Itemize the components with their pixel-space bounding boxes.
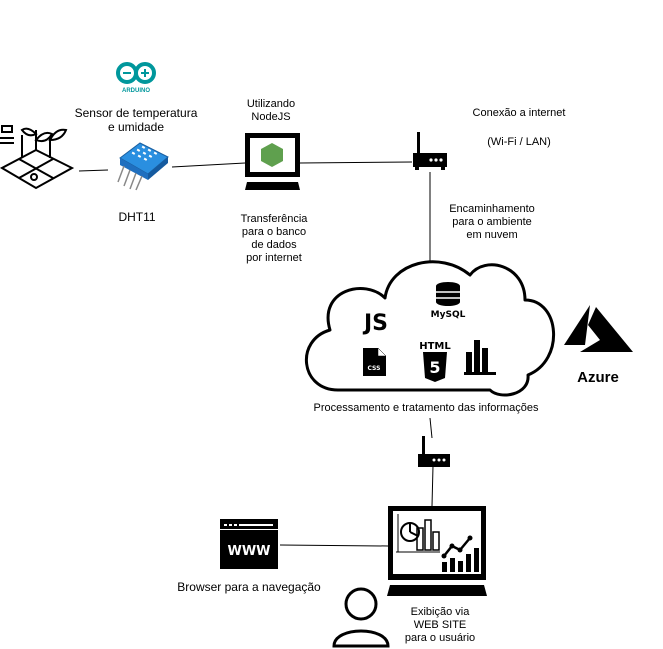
transfer-caption-line-2: para o banco [241, 226, 307, 238]
user-icon [332, 587, 390, 648]
browser-www-icon: WWW [220, 519, 278, 569]
connectors [78, 161, 434, 547]
sensor-title-line-1: Sensor de temperatura [74, 106, 198, 120]
connector-browser-to-website [279, 544, 389, 547]
css-icon: CSS [363, 347, 387, 376]
website-caption-line-3: para o usuário [404, 632, 476, 644]
cloud-route-line-3: em nuvem [466, 229, 518, 241]
mysql-text: MySQL [431, 310, 466, 320]
transfer-caption-line-4: por internet [246, 252, 302, 264]
nodejs-caption: Utilizando NodeJS [247, 98, 295, 124]
processing-caption: Processamento e tratamento das informaçõ… [313, 402, 539, 414]
internet-caption: Conexão a internet [472, 107, 566, 119]
connector-router-to-website [431, 465, 434, 507]
css-text: CSS [368, 365, 381, 372]
nodejs-caption-line-2: NodeJS [251, 111, 291, 123]
router-icon [413, 132, 447, 170]
cloud-route-caption: Encaminhamento para o ambiente em nuvem [449, 203, 535, 242]
transfer-caption: Transferência para o banco de dados por … [241, 213, 308, 265]
sensor-name: DHT11 [118, 210, 156, 224]
internet-type-caption: (Wi-Fi / LAN) [487, 136, 551, 148]
html-text: HTML [419, 341, 451, 352]
dashboard-monitor-icon [387, 506, 487, 596]
connector-sensor-to-nodejs [171, 162, 246, 168]
connector-plant-to-sensor [78, 169, 109, 172]
sensor-title: Sensor de temperatura e umidade [75, 106, 198, 134]
mysql-icon: MySQL [431, 282, 466, 320]
connector-cloud-to-router [429, 417, 433, 439]
www-text: WWW [227, 544, 270, 559]
svg-text:5: 5 [429, 358, 440, 377]
js-icon: JS [362, 311, 388, 336]
browser-caption: Browser para a navegação [177, 580, 321, 594]
router-icon [418, 436, 450, 467]
html5-icon: HTML 5 [419, 341, 451, 382]
website-caption-line-1: Exibição via [410, 606, 470, 618]
arduino-logo-text: ARDUINO [122, 88, 150, 94]
transfer-caption-line-3: de dados [251, 239, 297, 251]
sensor-title-line-2: e umidade [107, 120, 165, 134]
connector-nodejs-to-router [299, 161, 413, 164]
bar-chart-icon [464, 340, 496, 375]
transfer-caption-line-1: Transferência [240, 213, 308, 225]
plant-iot-icon [0, 125, 75, 190]
nodejs-caption-line-1: Utilizando [246, 98, 296, 110]
azure-logo-icon [564, 305, 633, 352]
nodejs-monitor-icon [245, 133, 300, 190]
dht11-sensor-icon [117, 142, 169, 191]
azure-label: Azure [577, 369, 619, 386]
website-caption: Exibição via WEB SITE para o usuário [405, 606, 475, 645]
arduino-logo-icon: ARDUINO [116, 62, 156, 94]
website-caption-line-2: WEB SITE [413, 619, 467, 631]
cloud-route-line-2: para o ambiente [452, 216, 532, 228]
cloud-route-line-1: Encaminhamento [449, 203, 535, 215]
